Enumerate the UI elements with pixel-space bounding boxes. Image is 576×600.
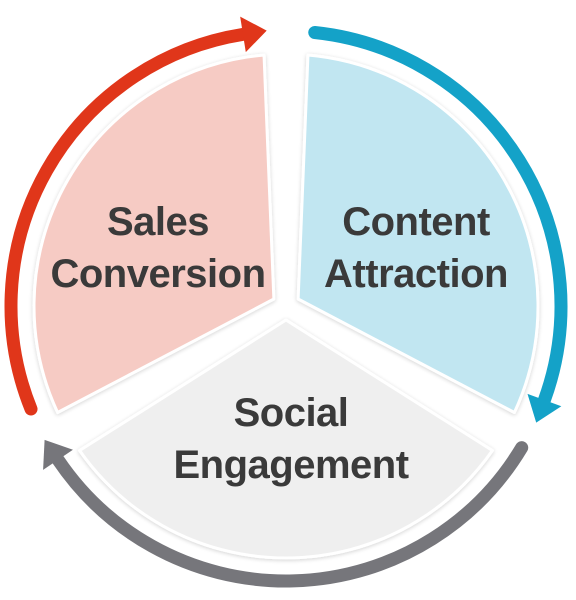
segment-content-attraction bbox=[296, 53, 540, 414]
label-content-line2: Attraction bbox=[324, 252, 508, 296]
labels-group: Sales Conversion Content Attraction Soci… bbox=[50, 200, 508, 487]
label-social-line1: Social bbox=[234, 391, 349, 435]
arrowhead-content-icon bbox=[527, 393, 562, 423]
label-content-line1: Content bbox=[342, 200, 490, 244]
segments-group bbox=[32, 53, 540, 560]
cycle-arrows-group bbox=[4, 16, 568, 588]
label-sales-line2: Conversion bbox=[50, 252, 265, 296]
arrow-arc-content bbox=[308, 26, 568, 407]
label-social-line2: Engagement bbox=[173, 443, 408, 487]
segment-social-engagement bbox=[78, 318, 494, 560]
arrowhead-sales-icon bbox=[240, 16, 267, 53]
arrowhead-social-icon bbox=[43, 439, 73, 470]
arrow-arc-sales bbox=[4, 27, 250, 416]
arrow-arc-social bbox=[51, 441, 529, 588]
label-sales-line1: Sales bbox=[107, 200, 209, 244]
segment-sales-conversion bbox=[32, 53, 276, 414]
